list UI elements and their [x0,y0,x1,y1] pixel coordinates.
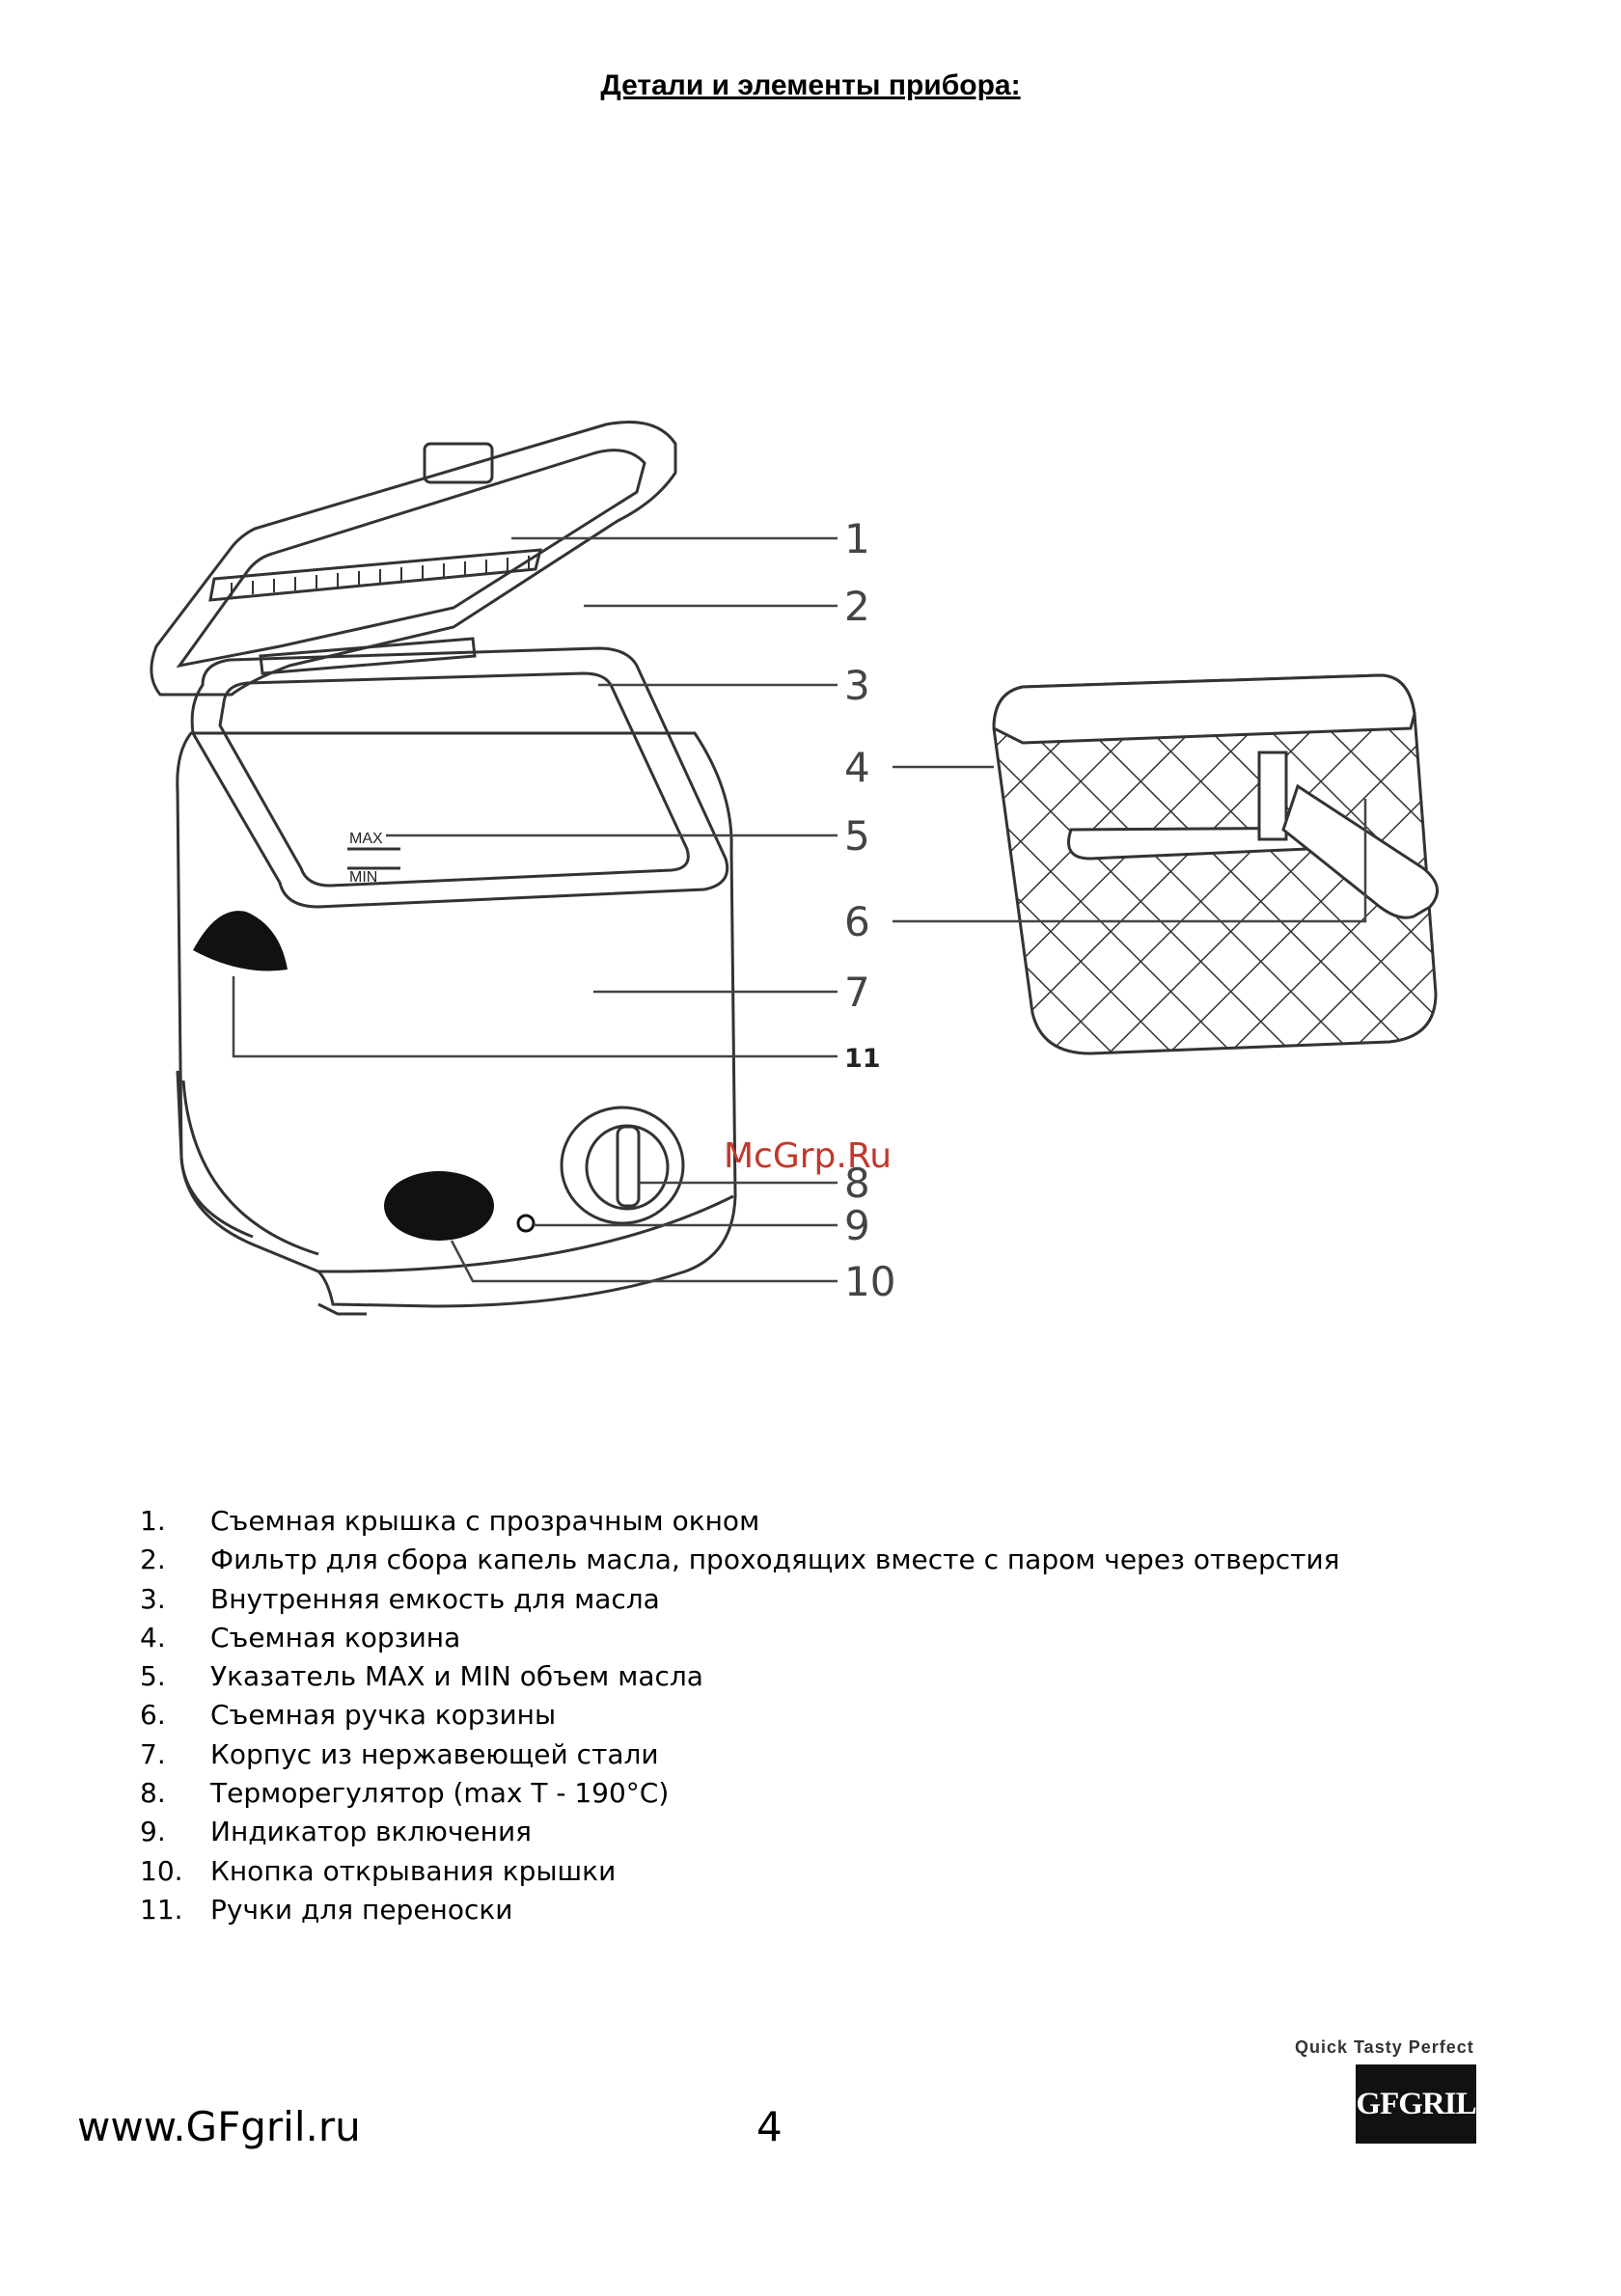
watermark: McGrp.Ru [724,1136,892,1176]
callout-4: 4 [844,744,870,791]
legend-number: 8. [140,1777,166,1810]
callout-8: 8 [844,1160,870,1207]
callout-9: 9 [844,1202,870,1249]
legend-item: 4. Съемная корзина [140,1619,1340,1657]
lid-release-button [384,1171,494,1241]
callout-2: 2 [844,583,870,630]
legend-item: 11. Ручки для переноски [140,1891,1340,1929]
basket [992,673,1439,1055]
brand-logo: GFGRIL [1356,2064,1477,2144]
fryer-body [176,731,737,1316]
legend-text: Ручки для переноски [210,1893,513,1926]
carry-handle-side [193,911,288,971]
legend-number: 10. [140,1854,183,1887]
callout-5: 5 [844,812,870,860]
legend-number: 5. [140,1660,166,1693]
min-label: MIN [349,869,377,886]
legend-item: 10. Кнопка открывания крышки [140,1852,1340,1891]
legend-text: Кнопка открывания крышки [210,1854,617,1887]
legend-item: 6. Съемная ручка корзины [140,1696,1340,1735]
page-number: 4 [756,2103,783,2150]
oil-container [190,646,729,909]
legend-text: Указатель MAX и MIN объем масла [210,1660,703,1693]
legend-text: Корпус из нержавеющей стали [210,1737,659,1770]
callout-3: 3 [844,662,870,709]
legend-number: 4. [140,1621,166,1654]
parts-legend: 1. Съемная крышка с прозрачным окном 2. Фи… [140,1502,1340,1929]
legend-text: Внутренняя емкость для масла [210,1582,660,1615]
max-label: MAX [349,831,383,847]
callout-11: 11 [844,1044,881,1074]
callout-10: 10 [844,1258,895,1305]
max-min-marks: MAX MIN [347,831,400,886]
legend-text: Фильтр для сбора капель масла, проходящи… [210,1544,1340,1576]
power-indicator [516,1214,536,1233]
brand-tagline: Quick Tasty Perfect [1295,2037,1474,2057]
callout-6: 6 [844,898,870,945]
website-url: www.GFgril.ru [77,2103,361,2150]
page-title: Детали и элементы прибора: [600,69,1021,101]
legend-number: 2. [140,1544,166,1576]
leader-lines [232,536,1367,1283]
legend-item: 7. Корпус из нержавеющей стали [140,1736,1340,1774]
legend-number: 3. [140,1582,166,1615]
legend-item: 3. Внутренняя емкость для масла [140,1580,1340,1619]
callout-numbers: 1 2 3 4 5 6 7 11 8 9 10 [844,515,895,1305]
legend-item: 8. Терморегулятор (max T - 190°C) [140,1774,1340,1813]
legend-text: Съемная корзина [210,1621,461,1654]
lid-filter-slots [231,556,530,596]
legend-number: 7. [140,1737,166,1770]
callout-1: 1 [844,515,870,562]
legend-item: 5. Указатель MAX и MIN объем масла [140,1657,1340,1696]
thermostat-knob [560,1106,685,1225]
callout-7: 7 [844,969,870,1016]
legend-item: 1. Съемная крышка с прозрачным окном [140,1502,1340,1541]
lid [150,421,677,697]
legend-number: 6. [140,1699,166,1732]
legend-text: Съемная ручка корзины [210,1699,557,1732]
legend-text: Индикатор включения [210,1816,532,1848]
legend-number: 1. [140,1505,166,1537]
legend-item: 9. Индикатор включения [140,1813,1340,1851]
legend-item: 2. Фильтр для сбора капель масла, проходя… [140,1541,1340,1579]
legend-number: 11. [140,1893,183,1926]
legend-number: 9. [140,1816,166,1848]
legend-text: Терморегулятор (max T - 190°C) [210,1777,670,1810]
legend-text: Съемная крышка с прозрачным окном [210,1505,760,1537]
